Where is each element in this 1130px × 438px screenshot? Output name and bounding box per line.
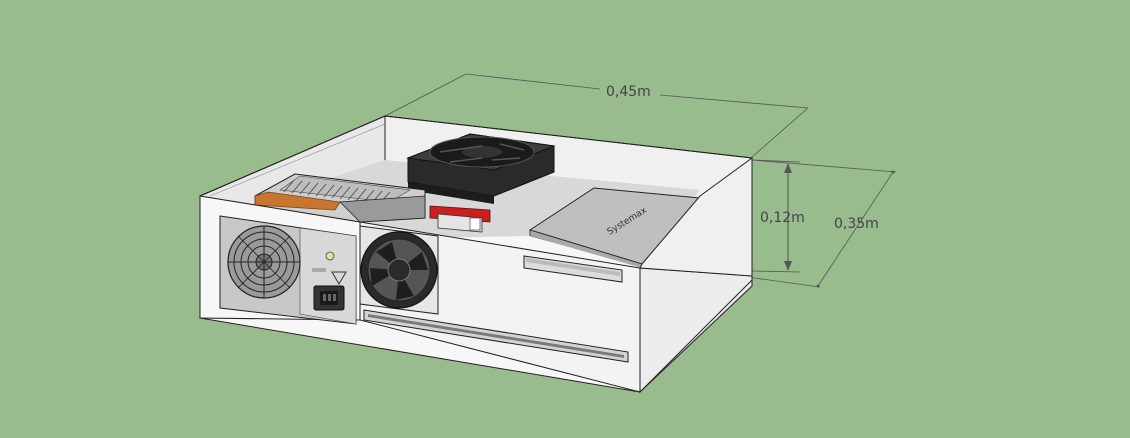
warning-triangle-icon (331, 271, 347, 285)
psu-fan-grille (227, 225, 301, 299)
dimension-height-label: 0,12m (760, 210, 805, 226)
psu-cover-plate (254, 191, 341, 211)
rear-fan (406, 133, 556, 204)
dimension-height: 0,12m (751, 159, 805, 273)
dimension-width: 0,45m (384, 73, 809, 158)
dimension-depth: 0,35m (739, 159, 897, 288)
dimension-depth-label: 0,35m (834, 216, 879, 232)
power-supply (254, 173, 491, 233)
front-fan (359, 225, 439, 315)
power-socket (313, 285, 345, 311)
case-right-face (639, 267, 753, 394)
dimension-width-label: 0,45m (606, 84, 651, 100)
psu-led (325, 251, 335, 261)
